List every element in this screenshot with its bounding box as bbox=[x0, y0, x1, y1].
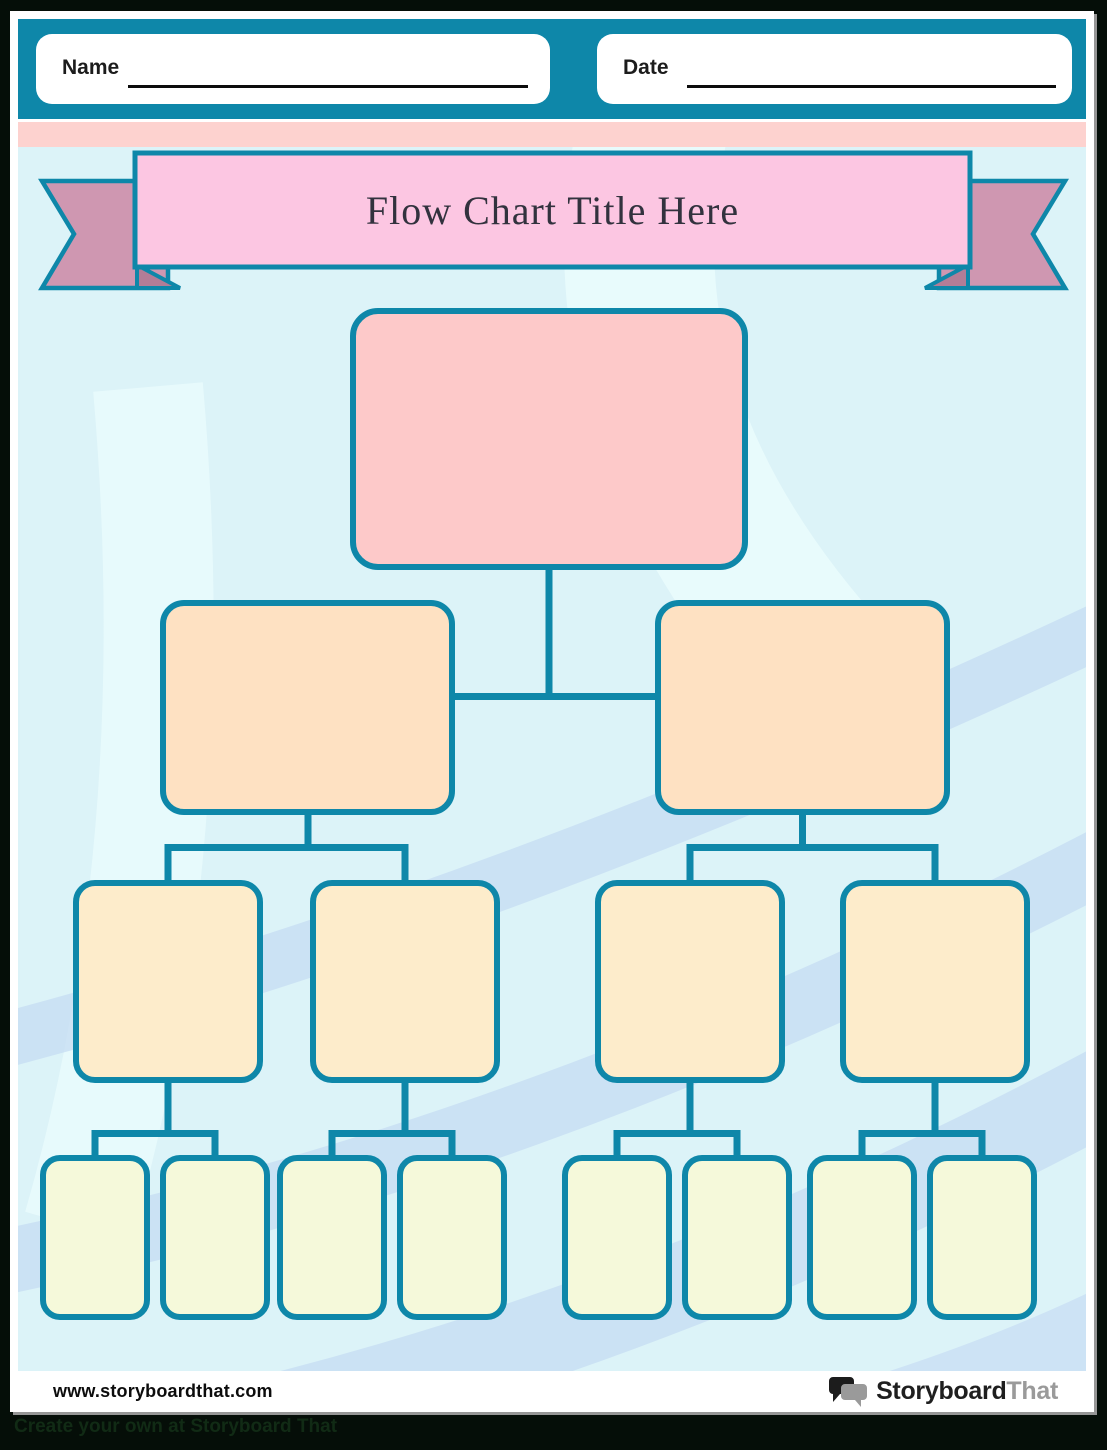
header-accent-strip bbox=[18, 122, 1086, 147]
flowchart-box-level3-2[interactable] bbox=[310, 880, 500, 1083]
flowchart-box-level4-3[interactable] bbox=[277, 1155, 387, 1320]
logo-text: StoryboardThat bbox=[876, 1377, 1058, 1406]
flowchart-box-level4-6[interactable] bbox=[682, 1155, 792, 1320]
flowchart-box-level3-4[interactable] bbox=[840, 880, 1030, 1083]
worksheet-page: Name Date bbox=[10, 11, 1094, 1412]
storyboardthat-logo: StoryboardThat bbox=[829, 1375, 1058, 1409]
flowchart-box-level4-8[interactable] bbox=[927, 1155, 1037, 1320]
name-label: Name bbox=[62, 56, 120, 79]
title-ribbon bbox=[38, 150, 1069, 291]
footer-bar: www.storyboardthat.com StoryboardThat bbox=[18, 1371, 1086, 1412]
name-field[interactable]: Name bbox=[36, 34, 550, 104]
flowchart-box-level4-4[interactable] bbox=[397, 1155, 507, 1320]
logo-text-storyboard: Storyboard bbox=[876, 1377, 1007, 1405]
connector-l2-right bbox=[686, 813, 939, 884]
logo-text-that: That bbox=[1006, 1377, 1058, 1405]
flowchart-box-level2-2[interactable] bbox=[655, 600, 950, 815]
date-field[interactable]: Date bbox=[597, 34, 1072, 104]
ribbon-body bbox=[132, 150, 973, 270]
connector-l2-left bbox=[164, 813, 409, 884]
flowchart-box-level3-3[interactable] bbox=[595, 880, 785, 1083]
connector-l3-pair1 bbox=[91, 1079, 219, 1159]
ribbon-fold-right bbox=[924, 261, 970, 290]
banner-title[interactable]: Flow Chart Title Here bbox=[365, 187, 740, 233]
date-label: Date bbox=[623, 56, 669, 79]
footer-url: www.storyboardthat.com bbox=[53, 1381, 273, 1401]
name-fill-line[interactable] bbox=[128, 85, 528, 88]
date-fill-line[interactable] bbox=[687, 85, 1056, 88]
flowchart-box-level4-2[interactable] bbox=[160, 1155, 270, 1320]
flowchart-canvas: Flow Chart Title Here bbox=[18, 147, 1086, 1371]
ribbon-fold-left bbox=[135, 261, 181, 290]
connector-l3-pair3 bbox=[613, 1079, 741, 1159]
flowchart-box-level4-5[interactable] bbox=[562, 1155, 672, 1320]
speech-bubbles-icon bbox=[829, 1376, 868, 1407]
connector-l3-pair4 bbox=[858, 1079, 986, 1159]
flowchart-box-level2-1[interactable] bbox=[160, 600, 455, 815]
flowchart-box-level4-7[interactable] bbox=[807, 1155, 917, 1320]
flowchart-box-level4-1[interactable] bbox=[40, 1155, 150, 1320]
connector-lines bbox=[91, 567, 986, 1159]
flowchart-box-level1[interactable] bbox=[350, 308, 748, 570]
flowchart-box-level3-1[interactable] bbox=[73, 880, 263, 1083]
header-bar: Name Date bbox=[18, 19, 1086, 119]
connector-l3-pair2 bbox=[328, 1079, 456, 1159]
bottom-caption: Create your own at Storyboard That bbox=[14, 1416, 338, 1437]
